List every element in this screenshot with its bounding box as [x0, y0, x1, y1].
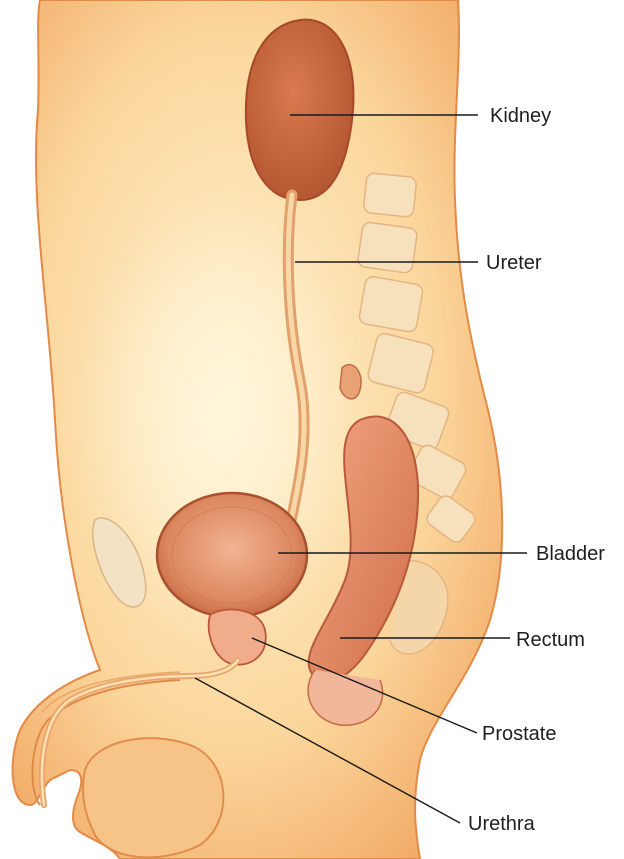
bladder-organ: [157, 493, 307, 617]
kidney-organ: [246, 20, 354, 200]
bone-fragment: [340, 365, 361, 399]
ureter-label: Ureter: [486, 252, 542, 274]
bladder-label: Bladder: [536, 543, 605, 565]
urethra-label: Urethra: [468, 813, 536, 835]
prostate-label: Prostate: [482, 723, 556, 745]
kidney-label: Kidney: [490, 105, 551, 127]
scrotum-shape: [83, 738, 223, 857]
rectum-label: Rectum: [516, 629, 585, 651]
